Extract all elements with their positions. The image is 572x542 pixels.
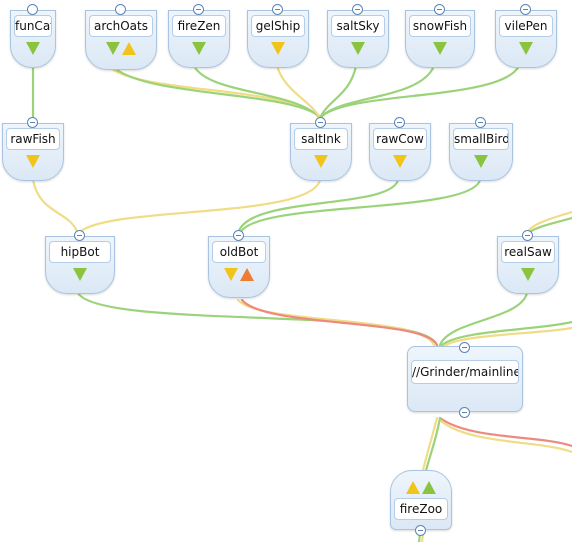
port-out[interactable] bbox=[459, 407, 470, 418]
status-green-icon bbox=[192, 42, 206, 55]
link-vilepen-saltink bbox=[318, 64, 521, 120]
node-vilepen[interactable]: vilePen bbox=[495, 2, 557, 68]
link-saltink-hipbot bbox=[76, 178, 322, 236]
node-hipbot[interactable]: hipBot bbox=[45, 228, 115, 294]
port-in[interactable] bbox=[27, 4, 38, 15]
link-snowfish-saltink bbox=[318, 64, 436, 120]
link-hipbot-mainline bbox=[76, 291, 439, 347]
port-in[interactable] bbox=[394, 117, 405, 128]
status-green-icon bbox=[106, 42, 120, 55]
link-smallbird-oldbot bbox=[238, 178, 482, 236]
node-label: fireZoo bbox=[394, 498, 448, 520]
node-rawcow[interactable]: rawCow bbox=[369, 115, 431, 181]
port-in[interactable] bbox=[74, 230, 85, 241]
node-label: realSaw bbox=[501, 241, 555, 263]
status-green-icon bbox=[73, 268, 87, 281]
node-label: //Grinder/mainline bbox=[411, 360, 519, 384]
node-label: smallBird bbox=[453, 128, 509, 150]
port-in[interactable] bbox=[459, 342, 470, 353]
link-mainline-firezoo bbox=[420, 416, 439, 477]
status-green-icon bbox=[351, 42, 365, 55]
link-rawcow-oldbot bbox=[236, 178, 400, 236]
link-saltsky-saltink bbox=[318, 64, 358, 120]
node-firezen[interactable]: fireZen bbox=[168, 2, 230, 68]
node-label: vilePen bbox=[499, 15, 553, 37]
port-in[interactable] bbox=[522, 230, 533, 241]
status-yellow-icon bbox=[314, 155, 328, 168]
status-yellow-icon bbox=[26, 155, 40, 168]
node-label: fireZen bbox=[172, 15, 226, 37]
port-in[interactable] bbox=[193, 4, 204, 15]
status-yellow-icon bbox=[393, 155, 407, 168]
node-label: rawFish bbox=[6, 128, 60, 150]
node-saltsky[interactable]: saltSky bbox=[327, 2, 389, 68]
link-oldbot-mainline-red bbox=[240, 298, 439, 347]
node-snowfish[interactable]: snowFish bbox=[405, 2, 475, 68]
node-realsaw[interactable]: realSaw bbox=[497, 228, 559, 294]
node-funcat[interactable]: funCat bbox=[10, 2, 56, 68]
node-label: archOats bbox=[89, 15, 153, 37]
node-label: hipBot bbox=[49, 241, 111, 263]
link-gelship-saltink bbox=[275, 64, 322, 120]
link-offscreen-mainline-green bbox=[440, 320, 572, 347]
port-in[interactable] bbox=[520, 4, 531, 15]
port-in[interactable] bbox=[27, 117, 38, 128]
port-in[interactable] bbox=[272, 4, 283, 15]
link-rawfish-hipbot bbox=[31, 178, 80, 236]
node-smallbird[interactable]: smallBird bbox=[449, 115, 513, 181]
port-in[interactable] bbox=[352, 4, 363, 15]
link-firezen-saltink bbox=[192, 64, 322, 120]
node-label: funCat bbox=[14, 15, 52, 37]
node-label: saltInk bbox=[294, 128, 348, 150]
node-gelship[interactable]: gelShip bbox=[247, 2, 309, 68]
node-label: saltSky bbox=[331, 15, 385, 37]
status-orange-up-icon bbox=[240, 268, 254, 281]
node-mainline[interactable]: //Grinder/mainline bbox=[407, 340, 523, 418]
status-green-icon bbox=[433, 42, 447, 55]
link-offscreen-mainline-yellow bbox=[442, 326, 572, 348]
link-archoats-saltink-green bbox=[110, 64, 324, 120]
port-out[interactable] bbox=[415, 525, 426, 536]
node-label: snowFish bbox=[409, 15, 471, 37]
link-mainline-firezoo-green bbox=[423, 416, 442, 477]
status-green-up-icon bbox=[422, 481, 436, 494]
port-in[interactable] bbox=[115, 4, 126, 15]
port-in[interactable] bbox=[434, 4, 445, 15]
status-yellow-icon bbox=[271, 42, 285, 55]
status-green-icon bbox=[474, 155, 488, 168]
status-yellow-icon bbox=[224, 268, 238, 281]
node-label: oldBot bbox=[212, 241, 266, 263]
status-green-icon bbox=[26, 42, 40, 55]
status-yellow-up-icon bbox=[122, 42, 136, 55]
node-rawfish[interactable]: rawFish bbox=[2, 115, 64, 181]
node-archoats[interactable]: archOats bbox=[85, 2, 157, 70]
node-firezoo[interactable]: fireZoo bbox=[390, 470, 452, 536]
link-mainline-offscreen-yellow bbox=[438, 418, 572, 454]
port-in[interactable] bbox=[315, 117, 326, 128]
port-in[interactable] bbox=[475, 117, 486, 128]
node-label: gelShip bbox=[251, 15, 305, 37]
link-mainline-offscreen-red bbox=[438, 416, 572, 448]
status-green-icon bbox=[521, 268, 535, 281]
status-yellow-up-icon bbox=[406, 481, 420, 494]
port-in[interactable] bbox=[233, 230, 244, 241]
node-label: rawCow bbox=[373, 128, 427, 150]
status-green-icon bbox=[519, 42, 533, 55]
link-realsaw-mainline bbox=[438, 291, 529, 347]
node-saltink[interactable]: saltInk bbox=[290, 115, 352, 181]
node-oldbot[interactable]: oldBot bbox=[208, 228, 270, 298]
